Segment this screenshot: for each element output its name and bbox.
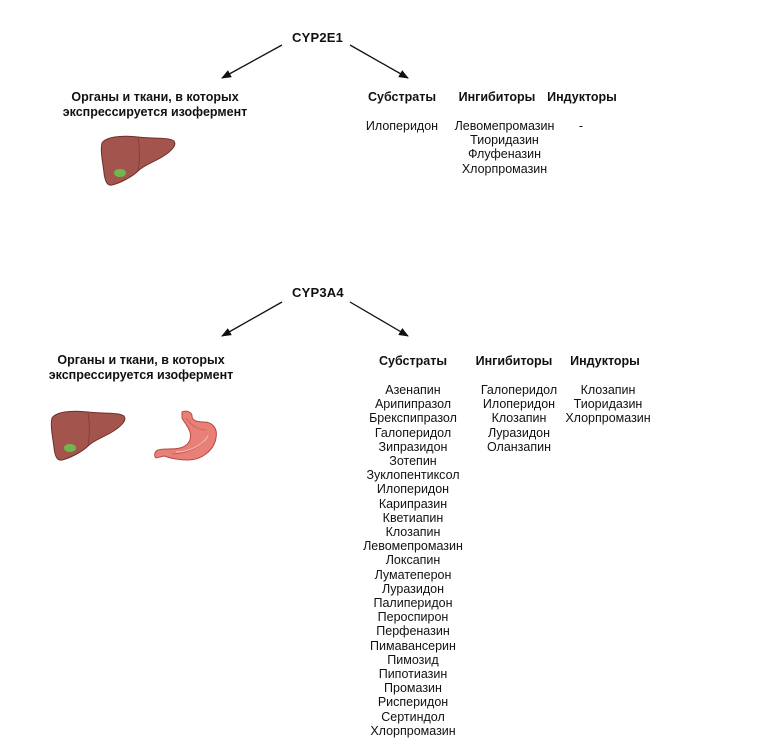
list-item: Пимавансерин bbox=[370, 638, 456, 653]
substrates-header: Субстраты bbox=[368, 90, 436, 104]
inducers-header: Индукторы bbox=[547, 90, 617, 104]
list-item: Хлорпромазин bbox=[565, 411, 651, 426]
list-item: Арипипразол bbox=[374, 397, 452, 412]
list-item: Сертиндол bbox=[381, 709, 445, 724]
arrow-cyp2e1-organs bbox=[221, 44, 283, 79]
list-item: Палиперидон bbox=[373, 596, 453, 611]
list-item: Клозапин bbox=[385, 525, 441, 540]
list-item: Перфеназин bbox=[376, 624, 450, 639]
list-item: Карипразин bbox=[378, 496, 448, 511]
list-item: Луматеперон bbox=[374, 567, 452, 582]
list-item: Оланзапин bbox=[486, 439, 552, 454]
enzyme-title: CYP3A4 bbox=[292, 285, 344, 300]
arrow-cyp3a4-drugs bbox=[349, 301, 409, 337]
list-item: Тиоридазин bbox=[470, 133, 539, 148]
list-item: Промазин bbox=[384, 681, 442, 696]
inducers-header: Индукторы bbox=[570, 354, 640, 368]
substrates-header: Субстраты bbox=[379, 354, 447, 368]
inducers-list: Клозапин Тиоридазин Хлорпромазин bbox=[558, 383, 658, 426]
inducers-list: - bbox=[561, 119, 601, 133]
list-item: Флуфеназин bbox=[467, 147, 542, 162]
list-item: Пероспирон bbox=[377, 610, 449, 625]
list-item: Левомепромазин bbox=[454, 119, 555, 133]
list-item: - bbox=[578, 119, 584, 133]
enzyme-title: CYP2E1 bbox=[292, 30, 344, 45]
list-item: Азенапин bbox=[385, 383, 441, 397]
list-item: Зипразидон bbox=[378, 439, 448, 454]
list-item: Пипотиазин bbox=[378, 667, 448, 682]
list-item: Хлорпромазин bbox=[461, 161, 548, 176]
list-item: Илоперидон bbox=[376, 482, 450, 497]
inhibitors-header: Ингибиторы bbox=[475, 354, 553, 368]
list-item: Хлорпромазин bbox=[370, 723, 456, 738]
list-item: Локсапин bbox=[385, 553, 441, 568]
liver-icon bbox=[50, 410, 126, 461]
inhibitors-list: Левомепромазин Тиоридазин Флуфеназин Хло… bbox=[447, 119, 562, 176]
list-item: Тиоридазин bbox=[573, 397, 643, 412]
list-item: Галоперидол bbox=[374, 425, 452, 440]
list-item: Зотепин bbox=[389, 454, 437, 469]
substrates-list: Азенапин Арипипразол Брекспипразол Галоп… bbox=[348, 383, 478, 738]
list-item: Илоперидон bbox=[365, 119, 439, 133]
list-item: Брекспипразол bbox=[369, 411, 457, 426]
list-item: Пимозид bbox=[387, 652, 439, 667]
inhibitors-header: Ингибиторы bbox=[458, 90, 536, 104]
stomach-icon bbox=[154, 410, 217, 461]
list-item: Галоперидол bbox=[480, 383, 558, 397]
inhibitors-list: Галоперидол Илоперидон Клозапин Луразидо… bbox=[469, 383, 569, 454]
list-item: Луразидон bbox=[381, 581, 445, 596]
list-item: Рисперидон bbox=[377, 695, 449, 710]
list-item: Кветиапин bbox=[382, 510, 444, 525]
organs-title: Органы и ткани, в которых экспрессируетс… bbox=[62, 90, 248, 119]
organs-title: Органы и ткани, в которых экспрессируетс… bbox=[48, 353, 234, 382]
list-item: Луразидон bbox=[487, 425, 551, 440]
arrow-cyp2e1-drugs bbox=[349, 44, 409, 79]
arrow-cyp3a4-organs bbox=[221, 301, 283, 337]
list-item: Илоперидон bbox=[482, 397, 556, 412]
substrates-list: Илоперидон bbox=[357, 119, 447, 133]
list-item: Зуклопентиксол bbox=[366, 468, 460, 483]
list-item: Клозапин bbox=[491, 411, 547, 426]
list-item: Левомепромазин bbox=[363, 539, 463, 554]
liver-icon bbox=[100, 135, 176, 186]
list-item: Клозапин bbox=[580, 383, 636, 397]
